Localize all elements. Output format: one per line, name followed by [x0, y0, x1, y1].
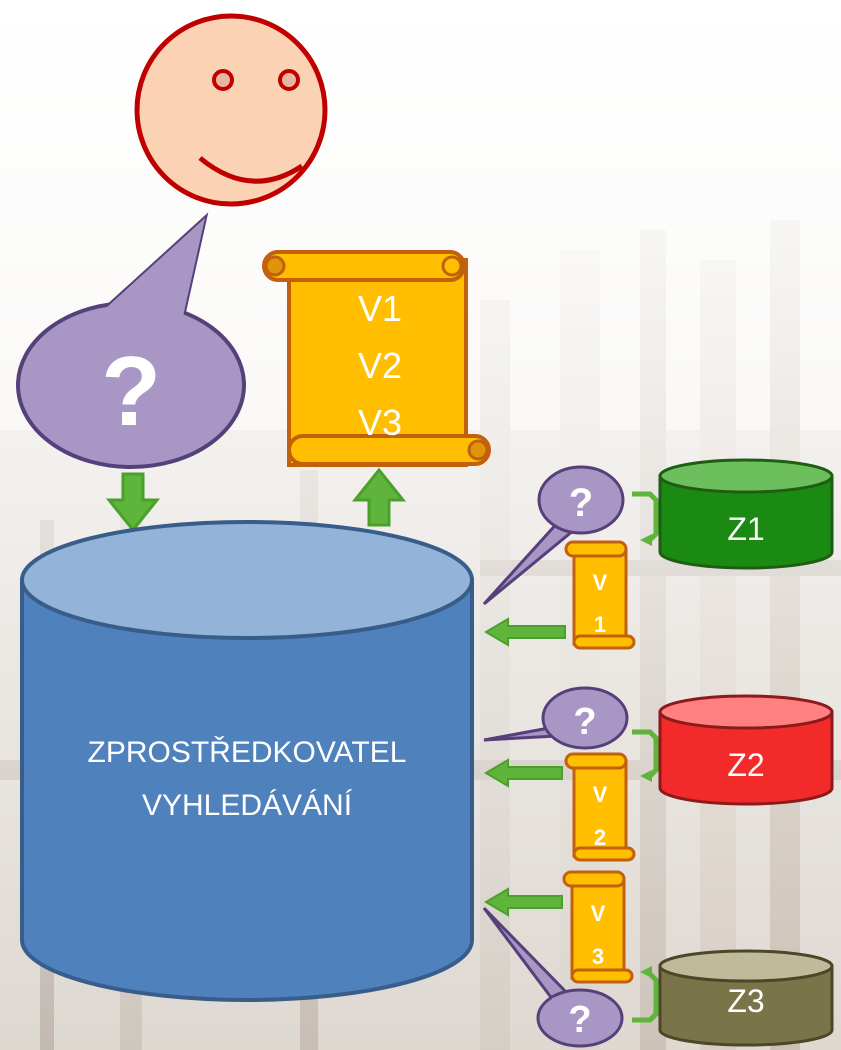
mediator-title-line-1: ZPROSTŘEDKOVATEL	[88, 736, 407, 769]
results-up-arrow-icon	[351, 467, 407, 527]
source-z1-cylinder: Z1	[658, 458, 834, 570]
source-result-2-number: 2	[594, 825, 606, 850]
z2-return-arrow-icon	[640, 770, 652, 782]
user-question-mark: ?	[101, 336, 161, 446]
source-result-3-letter: V	[591, 901, 606, 926]
result-scroll: V1 V2 V3	[262, 250, 491, 467]
source-result-1-letter: V	[593, 570, 608, 595]
source-z3-label: Z3	[727, 983, 764, 1019]
result-line-3: V3	[358, 402, 402, 443]
source-question-bubble-1: ?	[482, 465, 625, 606]
mediator-title-line-2: VYHLEDÁVÁNÍ	[142, 789, 353, 822]
query-down-arrow-icon	[105, 472, 161, 533]
z2-connector	[632, 729, 659, 780]
search-mediator-cylinder: ZPROSTŘEDKOVATEL VYHLEDÁVÁNÍ	[20, 520, 474, 1002]
source-z1-label: Z1	[727, 511, 764, 547]
source-result-scroll-1: V 1	[564, 540, 636, 650]
source-z2-cylinder: Z2	[658, 694, 834, 806]
user-question-bubble: ?	[16, 212, 246, 469]
source-result-scroll-2: V 2	[564, 752, 636, 862]
source-result-scroll-3: V 3	[562, 870, 634, 984]
source-result-2-letter: V	[593, 782, 608, 807]
z1-return-arrow-icon	[640, 534, 652, 546]
source-question-mark-1: ?	[569, 481, 593, 525]
source-z3-cylinder: Z3	[658, 949, 834, 1047]
source-question-mark-3: ?	[568, 999, 591, 1041]
z3-connector	[632, 970, 659, 1023]
source-z2-label: Z2	[727, 747, 764, 783]
result-line-1: V1	[358, 288, 402, 329]
user-smiley-icon	[134, 13, 328, 207]
z1-connector	[632, 491, 659, 544]
source-question-bubble-3: ?	[482, 906, 624, 1048]
result-2-left-arrow-icon	[484, 758, 563, 788]
source-question-bubble-2: ?	[483, 686, 629, 750]
source-result-3-number: 3	[592, 944, 604, 969]
result-line-2: V2	[358, 345, 402, 386]
result-1-left-arrow-icon	[484, 617, 566, 647]
source-result-1-number: 1	[594, 612, 606, 637]
result-3b-left-arrow-icon	[484, 887, 563, 917]
source-question-mark-2: ?	[573, 701, 596, 743]
z3-return-arrow-icon	[640, 966, 652, 978]
